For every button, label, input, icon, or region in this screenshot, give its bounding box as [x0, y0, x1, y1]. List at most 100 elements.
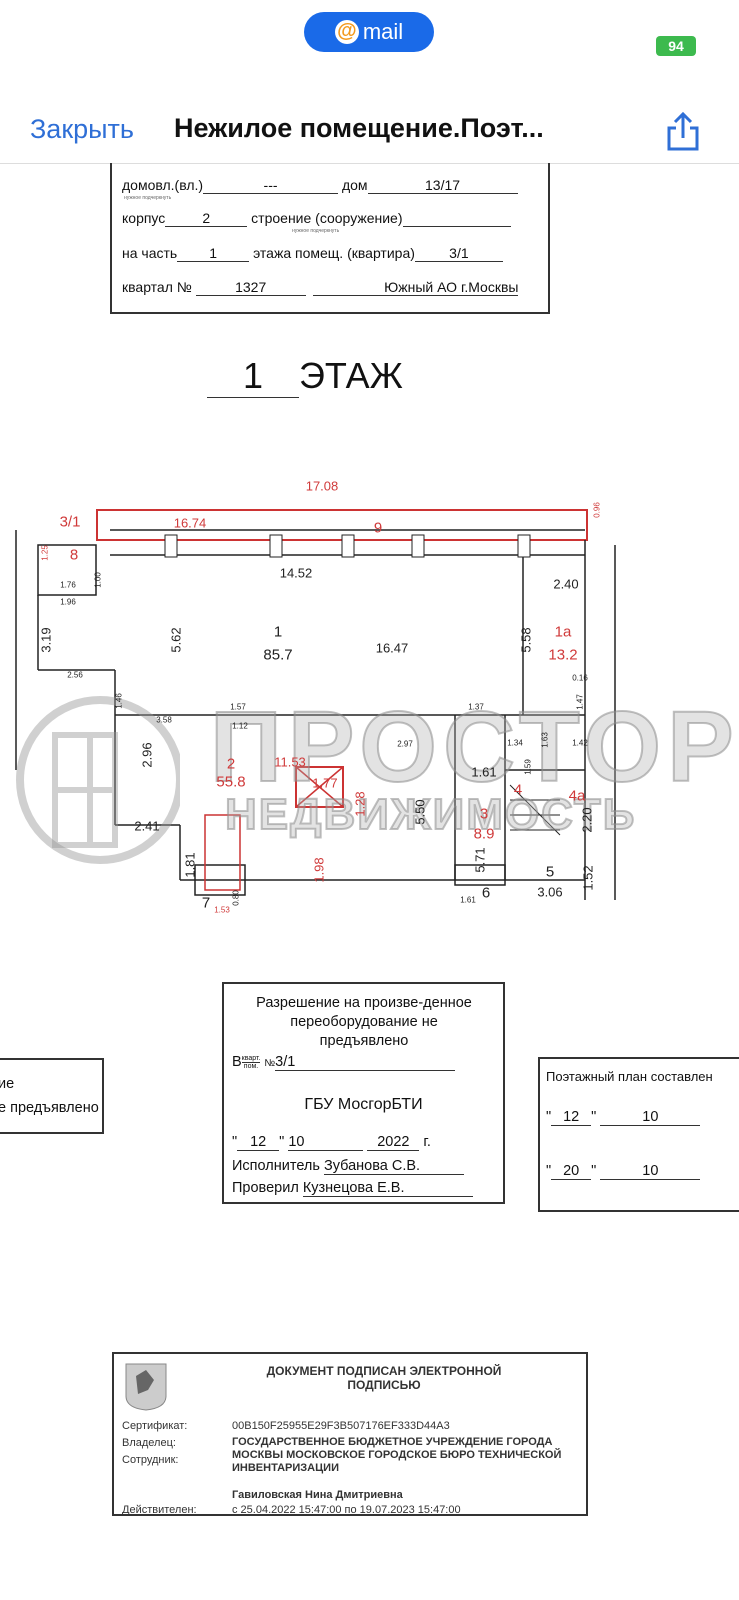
plan-dimension-label: 2	[226, 755, 236, 773]
label: №	[264, 1058, 276, 1069]
value: 1	[177, 245, 250, 262]
value: Южный АО г.Москвы	[313, 279, 519, 296]
plan-dimension-label: 1.46	[114, 693, 124, 709]
label: домовл.(вл.)	[122, 177, 204, 193]
stamp-title: Поэтажный план составлен	[546, 1069, 713, 1084]
value: 1327	[195, 279, 306, 296]
employee-name: Гавиловская Нина Дмитриевна	[232, 1489, 403, 1501]
plan-dimension-label: 0.16	[572, 673, 588, 683]
executor-name: Зубанова С.В.	[323, 1158, 464, 1175]
plan-dimension-label: 2.96	[139, 742, 155, 768]
header-divider	[0, 163, 739, 164]
moscow-coat-of-arms-icon	[125, 1363, 167, 1411]
plan-dimension-label: 1.76	[60, 580, 76, 590]
plan-dimension-label: 1.28	[352, 791, 368, 817]
month: 10	[288, 1134, 364, 1151]
plan-dimension-label: 1.63	[540, 732, 550, 748]
plan-dimension-label: 1.12	[232, 721, 248, 731]
plan-dimension-label: 1.61	[460, 895, 476, 905]
label: Действителен:	[122, 1504, 197, 1516]
plan-dimension-label: 0.80	[231, 890, 241, 906]
battery-indicator: 94	[656, 36, 696, 56]
plan-dimension-label: 2.40	[553, 576, 579, 592]
checker-line: Проверил Кузнецова Е.В.	[232, 1180, 473, 1197]
plan-dimension-label: 1.98	[311, 857, 327, 883]
plan-dimension-label: 7	[201, 894, 211, 912]
plan-dimension-label: 1.00	[93, 572, 103, 588]
plan-dimension-label: 2.97	[397, 739, 413, 749]
plan-dimension-label: 5.50	[412, 799, 428, 825]
at-icon: @	[334, 20, 359, 44]
label: г.	[423, 1134, 431, 1150]
plan-dimension-label: 16.74	[173, 515, 207, 531]
plan-dimension-label: 14.52	[279, 565, 313, 581]
plan-dimension-label: 3.19	[38, 627, 54, 653]
plan-dimension-label: 0.96	[592, 502, 602, 518]
plan-dimension-label: 1а	[554, 623, 572, 641]
share-icon[interactable]	[664, 110, 702, 152]
plan-dimension-label: 1.61	[471, 764, 497, 780]
label: дом	[341, 177, 368, 193]
executor-line: Исполнитель Зубанова С.В.	[232, 1158, 464, 1175]
stamp-title: Разрешение на произве-денное переоборудо…	[256, 995, 472, 1049]
stamp-text: е предъявлено	[0, 1100, 99, 1116]
value: 2	[165, 210, 248, 227]
premises-number: 3/1	[275, 1054, 456, 1071]
plan-dimension-label: 9	[373, 519, 383, 537]
day: 12	[237, 1134, 280, 1151]
watermark-brand: ПРОСТОР	[209, 690, 739, 804]
mail-app-badge[interactable]: @ mail	[304, 12, 434, 52]
electronic-signature-box: ДОКУМЕНТ ПОДПИСАН ЭЛЕКТРОННОЙ ПОДПИСЬЮ С…	[112, 1352, 588, 1516]
plan-dimension-label: 1.34	[507, 738, 523, 748]
signature-title: ДОКУМЕНТ ПОДПИСАН ЭЛЕКТРОННОЙ ПОДПИСЬЮ	[266, 1364, 502, 1392]
plan-dimension-label: 6	[481, 884, 491, 902]
label: строение (сооружение)	[251, 210, 403, 226]
watermark-subtitle: НЕДВИЖИМОСТЬ	[224, 789, 637, 840]
label: квартал №	[122, 279, 192, 295]
date-line-1: "12" 10	[546, 1109, 701, 1126]
floor-label: ЭТАЖ	[299, 355, 403, 396]
plan-dimension-label: 8.9	[473, 825, 495, 843]
plan-dimension-label: 5.62	[168, 627, 184, 653]
value: 13/17	[367, 177, 518, 194]
plan-dimension-label: 3	[479, 805, 489, 823]
label: на часть	[122, 245, 178, 261]
hint: нужное подчеркнуть	[292, 228, 340, 234]
stamp-org: ГБУ МосгорБТИ	[304, 1096, 423, 1113]
stamp-date: "12" 10 2022 г.	[232, 1134, 431, 1151]
day: 20	[551, 1163, 592, 1180]
value	[402, 210, 511, 227]
value: ---	[203, 177, 339, 194]
form-row-4: квартал № 1327 Южный АО г.Москвы	[122, 279, 519, 296]
plan-dimension-label: 1.52	[580, 865, 596, 891]
plan-dimension-label: 17.08	[305, 478, 339, 494]
label: Сертификат:	[122, 1420, 188, 1432]
label: Исполнитель	[232, 1158, 320, 1174]
label: Проверил	[232, 1180, 299, 1196]
plan-dimension-label: 3.58	[156, 715, 172, 725]
close-button[interactable]: Закрыть	[30, 114, 134, 144]
plan-dimension-label: 3.06	[537, 884, 563, 900]
date-line-2: "20" 10	[546, 1163, 701, 1180]
mail-label: mail	[362, 19, 404, 44]
plan-dimension-label: 5	[545, 863, 555, 881]
plan-dimension-label: 2.41	[134, 818, 160, 834]
month: 10	[600, 1109, 701, 1126]
plan-dimension-label: 1.37	[468, 702, 484, 712]
plan-dimension-label: 1	[273, 623, 283, 641]
plan-dimension-label: 4	[513, 781, 523, 799]
plan-dimension-label: 1.59	[523, 759, 533, 775]
plan-dimension-label: 16.47	[375, 640, 409, 656]
plan-dimension-label: 1.25	[40, 545, 50, 561]
plan-dimension-label: 55.8	[216, 773, 246, 791]
plan-dimension-label: 5.71	[472, 847, 488, 873]
floor-number: 1	[207, 355, 299, 398]
plan-dimension-label: 1.53	[214, 905, 230, 915]
label: корпус	[122, 210, 166, 226]
plan-dimension-label: 1.77	[312, 775, 338, 791]
month: 10	[600, 1163, 701, 1180]
plan-dimension-label: 13.2	[548, 646, 578, 664]
